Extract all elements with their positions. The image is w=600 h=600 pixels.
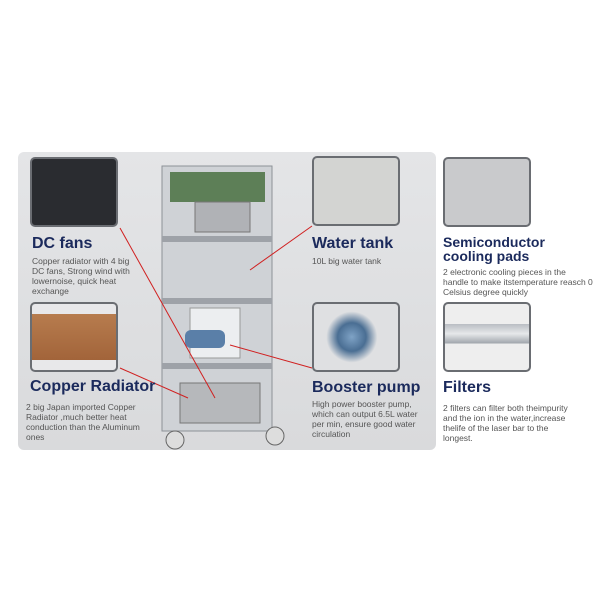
- cooling-pads-photo: [443, 157, 531, 227]
- cooling-pads-title-line1: Semiconductor: [443, 234, 545, 250]
- dc-fans-desc: Copper radiator with 4 big DC fans, Stro…: [32, 256, 130, 296]
- copper-radiator-title: Copper Radiator: [30, 378, 156, 395]
- water-tank-photo: [312, 156, 400, 226]
- machine-image: [161, 165, 285, 450]
- booster-pump-desc: High power booster pump, which can outpu…: [312, 399, 418, 439]
- filters-title: Filters: [443, 379, 492, 396]
- booster-pump-title: Booster pump: [312, 379, 421, 396]
- water-tank-desc: 10L big water tank: [312, 256, 382, 266]
- cooling-pads-title-line2: cooling pads: [443, 248, 530, 264]
- booster-pump-photo: [312, 302, 400, 372]
- dc-fans-photo: [30, 157, 118, 227]
- filters-desc: 2 filters can filter both theimpurity an…: [443, 403, 568, 443]
- filters-photo: [443, 302, 531, 372]
- dc-fans-title: DC fans: [32, 235, 93, 252]
- copper-radiator-photo: [30, 302, 118, 372]
- water-tank-title: Water tank: [312, 235, 394, 252]
- copper-radiator-desc: 2 big Japan imported Copper Radiator ,mu…: [26, 402, 140, 442]
- cooling-pads-desc: 2 electronic cooling pieces in the handl…: [443, 267, 593, 297]
